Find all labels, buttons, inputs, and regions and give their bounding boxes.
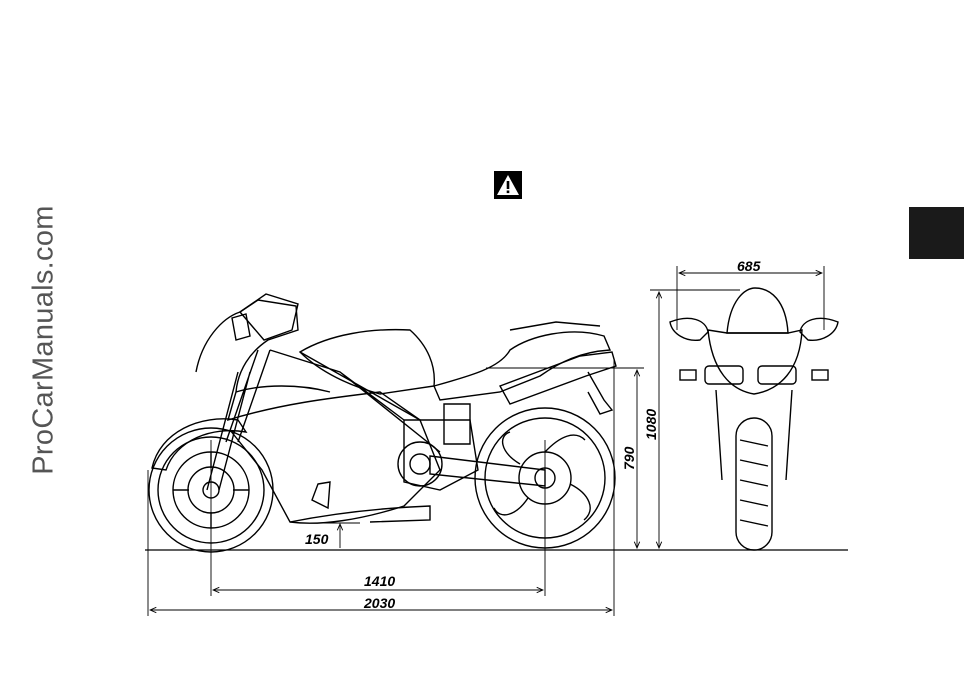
right-mirror (800, 318, 838, 340)
seat-tail (434, 332, 610, 400)
wheelbase-label: 1410 (364, 573, 395, 589)
fuel-tank (300, 330, 434, 394)
right-headlight (758, 366, 796, 384)
motorcycle-side-view (149, 294, 616, 552)
mirror (232, 314, 250, 340)
seat-height-label: 790 (621, 446, 637, 470)
engine (398, 404, 478, 490)
left-mirror (670, 318, 708, 340)
exhaust (500, 352, 616, 404)
ground-clearance-label: 150 (305, 531, 329, 547)
overall-height-label: 1080 (643, 409, 659, 440)
left-indicator (680, 370, 696, 380)
front-tire-front-view (736, 418, 772, 550)
overall-length-label: 2030 (363, 595, 395, 611)
overall-width-label: 685 (737, 258, 761, 274)
left-headlight (705, 366, 743, 384)
motorcycle-front-view (670, 288, 838, 550)
right-indicator (812, 370, 828, 380)
frame (270, 350, 440, 452)
fairing (196, 300, 440, 523)
fairing-vent (312, 482, 330, 508)
front-windscreen (727, 288, 788, 333)
